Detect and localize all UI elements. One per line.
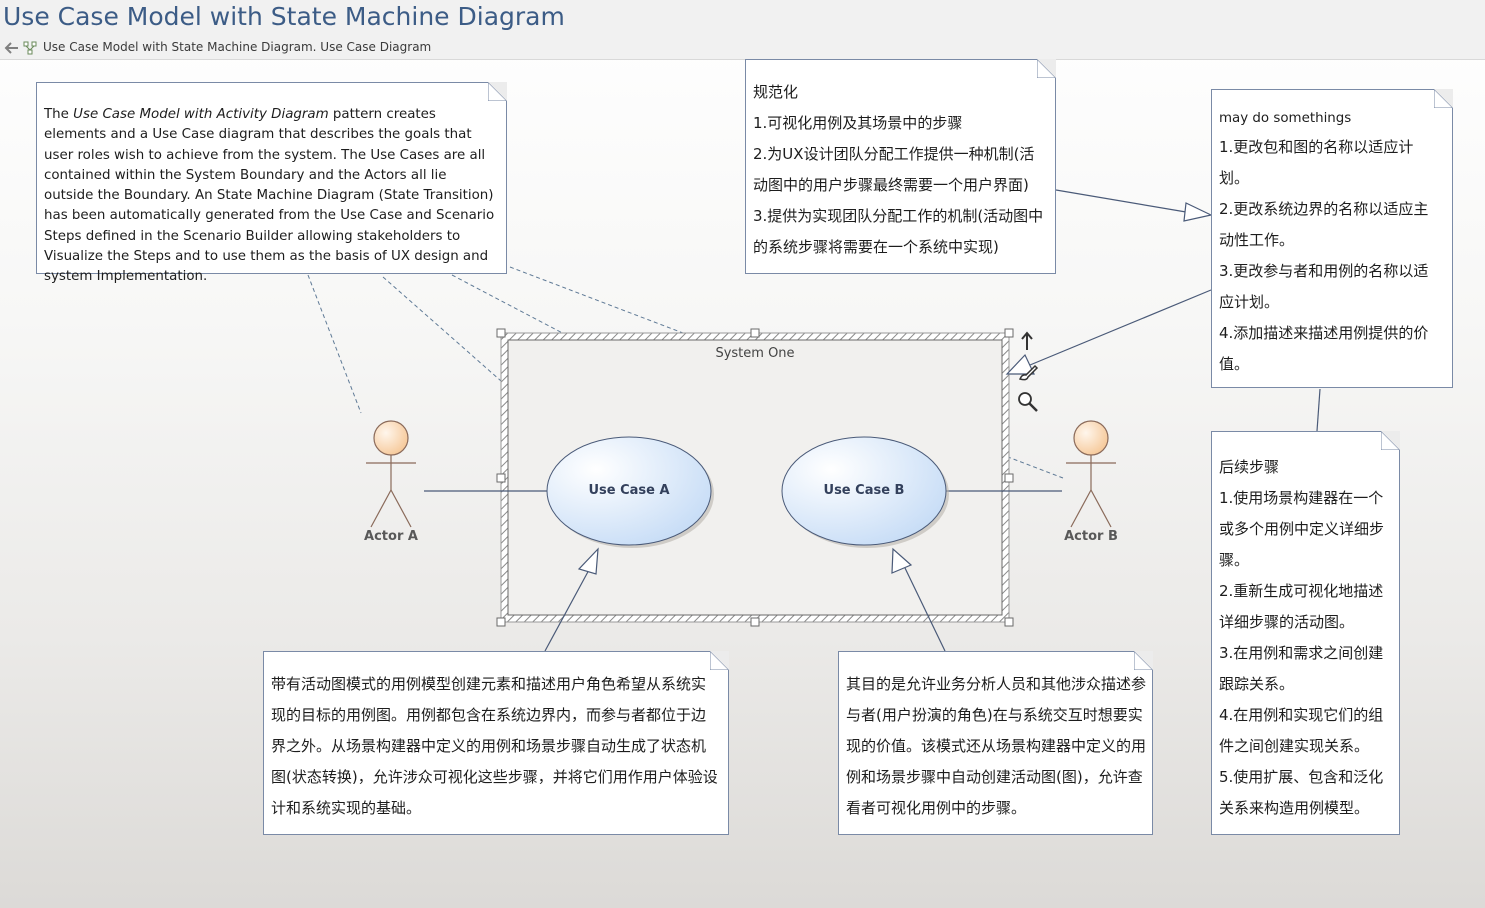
note-cn-b-text: 其目的是允许业务分析人员和其他涉众描述参与者(用户扮演的角色)在与系统交互时想要… bbox=[846, 675, 1147, 817]
note-may-do-item: 1.更改包和图的名称以适应计划。 bbox=[1219, 138, 1414, 187]
note-fold-icon bbox=[1381, 431, 1400, 450]
actor-a-label: Actor A bbox=[364, 529, 418, 544]
note-normalize[interactable]: 规范化 1.可视化用例及其场景中的步骤 2.为UX设计团队分配工作提供一种机制(… bbox=[745, 59, 1056, 274]
note-cn-a-text: 带有活动图模式的用例模型创建元素和描述用户角色希望从系统实现的目标的用例图。用例… bbox=[271, 675, 718, 817]
diagram-title: Use Case Model with State Machine Diagra… bbox=[3, 2, 565, 31]
note-normalize-item: 2.为UX设计团队分配工作提供一种机制(活动图中的用户步骤最终需要一个用户界面) bbox=[753, 145, 1035, 194]
use-case-b-label: Use Case B bbox=[823, 483, 905, 498]
note-may-do-item: 3.更改参与者和用例的名称以适应计划。 bbox=[1219, 262, 1429, 311]
boundary-label: System One bbox=[715, 346, 795, 361]
note-may-do-item: 2.更改系统边界的名称以适应主动性工作。 bbox=[1219, 200, 1429, 249]
note-normalize-item: 3.提供为实现团队分配工作的机制(活动图中的系统步骤将需要在一个系统中实现) bbox=[753, 207, 1044, 256]
note-may-do[interactable]: may do somethings 1.更改包和图的名称以适应计划。 2.更改系… bbox=[1211, 89, 1453, 388]
note-to-usecase-links bbox=[544, 189, 1321, 652]
note-fold-icon bbox=[1134, 651, 1153, 670]
use-case-b[interactable] bbox=[781, 436, 949, 548]
note-may-do-item: 4.添加描述来描述用例提供的价值。 bbox=[1219, 324, 1429, 373]
diagram-header: Use Case Model with State Machine Diagra… bbox=[0, 0, 1485, 60]
back-arrow-icon[interactable] bbox=[4, 40, 20, 54]
note-link-actor-a bbox=[307, 274, 362, 414]
note-normalize-title: 规范化 bbox=[753, 83, 799, 101]
note-next-steps-item: 1.使用场景构建器在一个或多个用例中定义详细步骤。 bbox=[1219, 489, 1385, 569]
note-pattern-description[interactable]: The Use Case Model with Activity Diagram… bbox=[36, 82, 507, 284]
note-cn-description-a[interactable]: 带有活动图模式的用例模型创建元素和描述用户角色希望从系统实现的目标的用例图。用例… bbox=[263, 651, 729, 835]
note-next-steps-item: 2.重新生成可视化地描述详细步骤的活动图。 bbox=[1219, 582, 1384, 631]
actor-b[interactable] bbox=[1066, 420, 1116, 528]
use-case-a-label: Use Case A bbox=[588, 483, 670, 498]
note-fold-icon bbox=[1434, 89, 1453, 108]
note-fold-icon bbox=[488, 82, 507, 101]
breadcrumb-row: Use Case Model with State Machine Diagra… bbox=[4, 38, 431, 56]
actor-a[interactable] bbox=[366, 420, 416, 528]
note-next-steps-title: 后续步骤 bbox=[1219, 458, 1280, 476]
quick-link-arrow-icon[interactable] bbox=[1018, 331, 1036, 355]
actor-b-label: Actor B bbox=[1064, 529, 1118, 544]
use-case-a[interactable] bbox=[546, 436, 714, 548]
note-cn-description-b[interactable]: 其目的是允许业务分析人员和其他涉众描述参与者(用户扮演的角色)在与系统交互时想要… bbox=[838, 651, 1153, 835]
paint-brush-icon[interactable] bbox=[1017, 362, 1039, 386]
note-text-italic: Use Case Model with Activity Diagram bbox=[73, 107, 329, 122]
note-next-steps-item: 3.在用例和需求之间创建跟踪关系。 bbox=[1219, 644, 1384, 693]
breadcrumb[interactable]: Use Case Model with State Machine Diagra… bbox=[43, 40, 432, 54]
note-may-do-title: may do somethings bbox=[1219, 111, 1352, 126]
note-text-pre: The bbox=[44, 107, 74, 122]
note-next-steps[interactable]: 后续步骤 1.使用场景构建器在一个或多个用例中定义详细步骤。 2.重新生成可视化… bbox=[1211, 431, 1400, 835]
diagram-icon bbox=[23, 40, 37, 55]
note-next-steps-item: 5.使用扩展、包含和泛化关系来构造用例模型。 bbox=[1219, 768, 1384, 817]
note-fold-icon bbox=[710, 651, 729, 670]
note-fold-icon bbox=[1037, 59, 1056, 78]
selection-handles bbox=[496, 328, 1014, 627]
note-next-steps-item: 4.在用例和实现它们的组件之间创建实现关系。 bbox=[1219, 706, 1384, 755]
note-text-post: pattern creates elements and a Use Case … bbox=[44, 107, 495, 285]
note-normalize-item: 1.可视化用例及其场景中的步骤 bbox=[753, 114, 963, 132]
magnifier-icon[interactable] bbox=[1017, 391, 1039, 417]
